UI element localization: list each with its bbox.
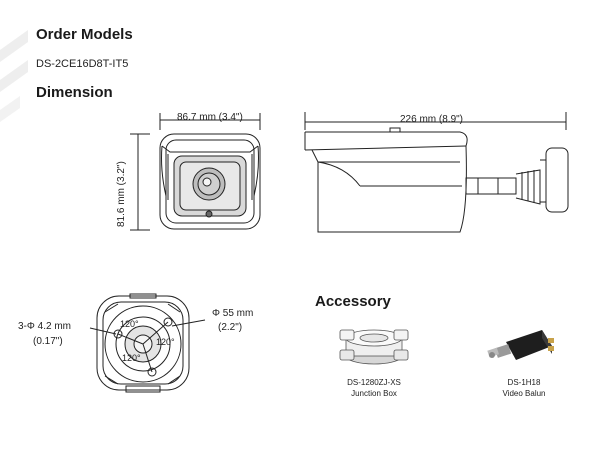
- angle-top-label: 120°: [120, 319, 139, 329]
- accessory-heading: Accessory: [315, 293, 391, 310]
- diameter-line1: Φ 55 mm: [212, 308, 254, 319]
- diameter-line2: (2.2"): [218, 322, 243, 333]
- angle-bottom-label: 120°: [122, 353, 141, 363]
- accessory-video-balun-model: DS-1H18: [507, 378, 541, 387]
- watermark-graphic: [0, 30, 28, 122]
- hole-spec-line2: (0.17"): [33, 336, 63, 347]
- model-number: DS-2CE16D8T-IT5: [36, 58, 129, 70]
- dimension-heading: Dimension: [36, 84, 113, 101]
- order-models-heading: Order Models: [36, 26, 133, 43]
- accessory-junction-box-model: DS-1280ZJ-XS: [347, 378, 401, 387]
- angle-right-label: 120°: [156, 337, 175, 347]
- hole-spec-line1: 3-Φ 4.2 mm: [18, 321, 71, 332]
- side-length-label: 226 mm (8.9"): [400, 114, 464, 125]
- front-width-label: 86.7 mm (3.4"): [177, 112, 243, 123]
- accessory-video-balun: DS-1H18 Video Balun: [476, 377, 572, 399]
- accessory-video-balun-name: Video Balun: [502, 389, 546, 398]
- accessory-junction-box-name: Junction Box: [351, 389, 397, 398]
- accessory-junction-box: DS-1280ZJ-XS Junction Box: [326, 377, 422, 399]
